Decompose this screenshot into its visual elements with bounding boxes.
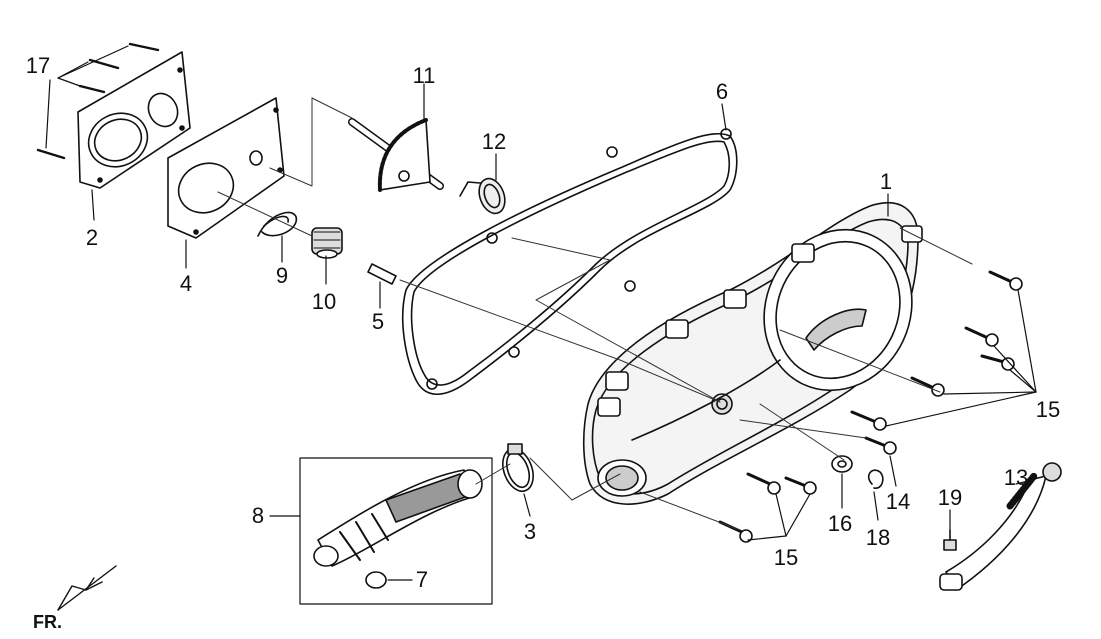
- callout-12: 12: [481, 129, 507, 154]
- hose-clamp-part: [502, 443, 534, 493]
- callout-15-upper: 15: [1035, 397, 1061, 422]
- cover-gasket-part: [401, 128, 738, 395]
- crankcase-cover-part: [582, 202, 923, 505]
- lever-bolt-part: [943, 529, 957, 551]
- callout-14: 14: [885, 489, 911, 514]
- callout-19: 19: [937, 485, 963, 510]
- front-direction-arrow: [57, 565, 117, 611]
- plate-gasket-part: [167, 97, 285, 239]
- kick-spindle-part: [348, 118, 444, 192]
- callout-16: 16: [827, 511, 853, 536]
- circlip-part: [867, 469, 884, 489]
- callout-13: 13: [1003, 465, 1029, 490]
- callout-4: 4: [179, 271, 193, 296]
- callout-18: 18: [865, 525, 891, 550]
- callout-7: 7: [415, 567, 429, 592]
- cover-plate-part: [77, 51, 191, 189]
- callout-10: 10: [311, 289, 337, 314]
- kick-lever-part: [939, 462, 1062, 591]
- callout-1: 1: [879, 169, 893, 194]
- front-label: FR.: [33, 612, 62, 632]
- bolt-14-part: [864, 436, 897, 455]
- callout-8: 8: [251, 503, 265, 528]
- leader-lines: [91, 83, 1033, 581]
- callout-9: 9: [275, 263, 289, 288]
- dowel-pin-part: [367, 263, 397, 285]
- callout-6: 6: [715, 79, 729, 104]
- callout-15-lower: 15: [773, 545, 799, 570]
- o-ring-part: [365, 571, 387, 589]
- spring-clip-part: [257, 211, 297, 237]
- upper-bolts-part: [850, 270, 1023, 431]
- air-duct-frame: [299, 457, 493, 605]
- callout-17: 17: [25, 53, 51, 78]
- callout-11: 11: [412, 63, 436, 88]
- return-spring-part: [459, 177, 506, 215]
- air-duct-part: [313, 469, 483, 567]
- guide-lines: [217, 97, 973, 531]
- callout-5: 5: [371, 309, 385, 334]
- washer-part: [831, 455, 853, 473]
- callout-3: 3: [523, 519, 537, 544]
- starter-gear-part: [311, 227, 343, 259]
- callout-2: 2: [85, 225, 99, 250]
